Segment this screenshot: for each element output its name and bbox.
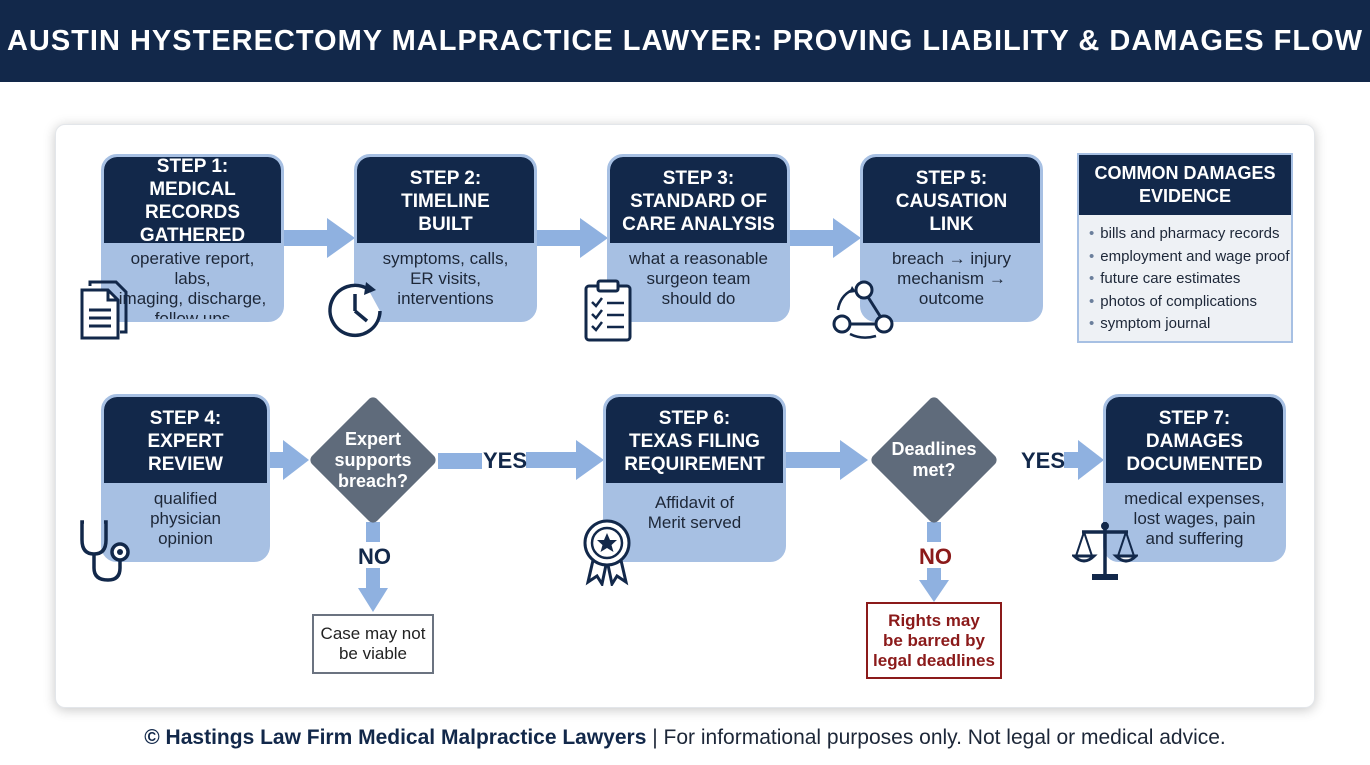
arrow-expert-yes-line: [438, 453, 482, 469]
arrow-deadlines-yes-to-step7: [1064, 440, 1104, 480]
arrow-deadlines-no-down: [919, 568, 949, 602]
list-item: employment and wage proof: [1089, 246, 1289, 269]
clipboard-checklist-icon: [584, 279, 632, 342]
arrow-expert-no-down: [358, 568, 388, 612]
footer-brand: © Hastings Law Firm Medical Malpractice …: [144, 726, 647, 749]
page-title: AUSTIN HYSTERECTOMY MALPRACTICE LAWYER: …: [6, 24, 1364, 57]
arrow-expert-no-stub: [366, 522, 380, 542]
stethoscope-icon: [80, 520, 130, 582]
document-icon: [80, 280, 128, 340]
list-item: photos of complications: [1089, 291, 1285, 314]
footer-disclaimer-text: | For informational purposes only. Not l…: [646, 726, 1226, 749]
list-item: future care estimates: [1089, 268, 1285, 291]
award-seal-icon: [583, 519, 631, 586]
footer-disclaimer: © Hastings Law Firm Medical Malpractice …: [0, 726, 1370, 750]
arrow-step2-to-step3: [536, 218, 608, 258]
arrow-expert-yes-to-step6: [526, 440, 604, 480]
causation-cycle-icon: [832, 280, 894, 339]
deadlines-yes-label: YES: [1021, 448, 1066, 473]
expert-yes-label: YES: [483, 448, 528, 473]
list-item: bills and pharmacy records: [1089, 223, 1285, 246]
arrow-step4-to-expert-decision: [269, 440, 309, 480]
arrow-step1-to-step2: [283, 218, 355, 258]
scales-of-justice-icon: [1072, 522, 1138, 580]
clock-icon: [328, 282, 382, 338]
arrow-step6-to-deadlines: [786, 440, 868, 480]
list-item: symptom journal: [1089, 313, 1285, 336]
header-bar: AUSTIN HYSTERECTOMY MALPRACTICE LAWYER: …: [0, 0, 1370, 82]
deadlines-no-label: NO: [919, 544, 952, 569]
step-2-description: symptoms, calls,ER visits,interventions: [382, 249, 509, 308]
arrow-deadlines-no-stub: [927, 522, 941, 542]
damages-evidence-list: bills and pharmacy records employment an…: [1079, 215, 1291, 336]
arrow-step3-to-step5: [789, 218, 861, 258]
expert-no-label: NO: [358, 544, 391, 569]
step-1-description: operative report, labs,imaging, discharg…: [118, 249, 267, 322]
